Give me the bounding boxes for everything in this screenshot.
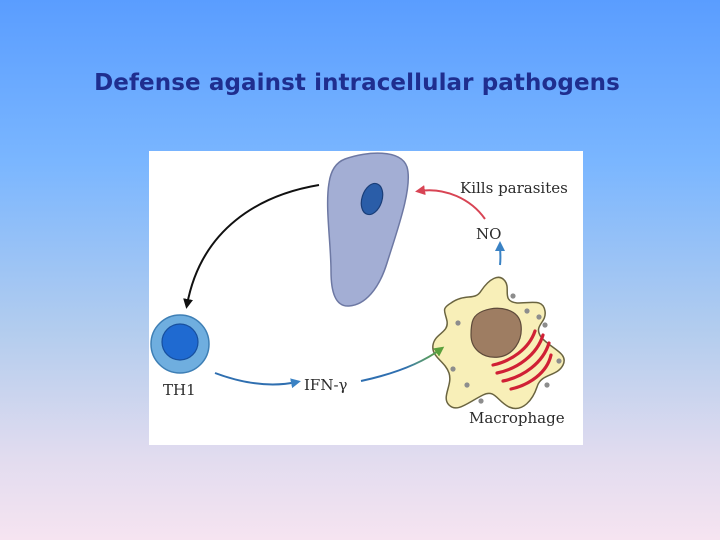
arrow-parasite-to-th1 xyxy=(183,184,320,309)
th1-macrophage-diagram: Kills parasites NO TH1 IFN-γ Macrophage xyxy=(150,152,568,427)
slide-title: Defense against intracellular pathogens xyxy=(94,70,620,96)
diagram-panel: Kills parasites NO TH1 IFN-γ Macrophage xyxy=(149,151,583,445)
label-kills-parasites: Kills parasites xyxy=(460,179,568,197)
endoplasmic-reticulum xyxy=(491,329,553,391)
label-no: NO xyxy=(476,225,501,243)
arrow-no-to-parasite xyxy=(415,185,486,220)
macrophage-granules xyxy=(450,293,562,404)
label-th1: TH1 xyxy=(163,381,196,399)
label-ifn-gamma: IFN-γ xyxy=(304,376,348,394)
arrow-ifn-to-macrophage xyxy=(360,346,445,382)
th1-cell xyxy=(150,314,210,374)
macrophage-cell xyxy=(432,276,565,410)
parasite-cell xyxy=(326,152,410,307)
arrow-th1-to-ifn xyxy=(214,372,301,389)
label-macrophage: Macrophage xyxy=(469,409,565,427)
th1-nucleus xyxy=(161,323,199,361)
macrophage-nucleus xyxy=(470,307,522,358)
parasite-nucleus xyxy=(360,182,384,216)
